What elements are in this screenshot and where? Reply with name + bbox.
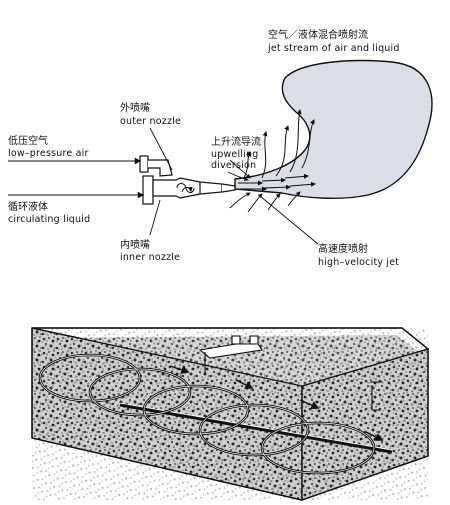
inner-nozzle-label-zh: 内喷嘴	[120, 238, 150, 251]
high-jet-label-en: high–velocity jet	[318, 257, 399, 268]
upwelling-arrows	[243, 109, 315, 179]
high-jet-label-zh: 高速度喷射	[318, 242, 368, 255]
upwelling-label-en-2: diversion	[211, 160, 256, 171]
air-inlet-pipe	[139, 155, 173, 177]
jet-stream-label-en: jet stream of air and liquid	[267, 43, 400, 54]
flow-loops	[38, 353, 376, 475]
outer-nozzle-leader	[149, 127, 173, 171]
upwelling-label-en-1: upwelling	[211, 149, 258, 160]
liquid-label-en: circulating liquid	[8, 214, 90, 225]
high-jet-leader	[259, 195, 319, 245]
swirl-mark	[181, 186, 193, 193]
low-air-label-zh: 低压空气	[8, 134, 48, 147]
entrainment-arrows	[227, 159, 301, 213]
liquid-label-zh: 循环液体	[8, 200, 48, 213]
outer-nozzle-label-zh: 外喷嘴	[120, 102, 150, 114]
nozzle-body	[142, 175, 236, 205]
header-pipe	[198, 335, 382, 411]
low-air-label-en: low–pressure air	[8, 148, 89, 159]
tank-edge	[301, 348, 429, 387]
tank-edge	[31, 327, 303, 387]
jet-arrows	[238, 173, 316, 192]
outer-nozzle-label-en: outer nozzle	[120, 116, 181, 127]
jet-plume	[234, 59, 433, 200]
upwelling-label-zh: 上升流导流	[211, 135, 261, 148]
aeration-tank	[31, 327, 430, 501]
loop-arrows	[169, 365, 384, 441]
inner-nozzle-leader	[149, 199, 161, 236]
inner-nozzle-label-en: inner nozzle	[120, 252, 180, 263]
jet-stream-label-zh: 空气／液体混合喷射流	[268, 28, 368, 41]
tank-outline	[31, 327, 429, 501]
media-dark-overlay	[32, 328, 428, 500]
nozzle-diagram: 空气／液体混合喷射流 jet stream of air and liquid …	[8, 28, 433, 268]
